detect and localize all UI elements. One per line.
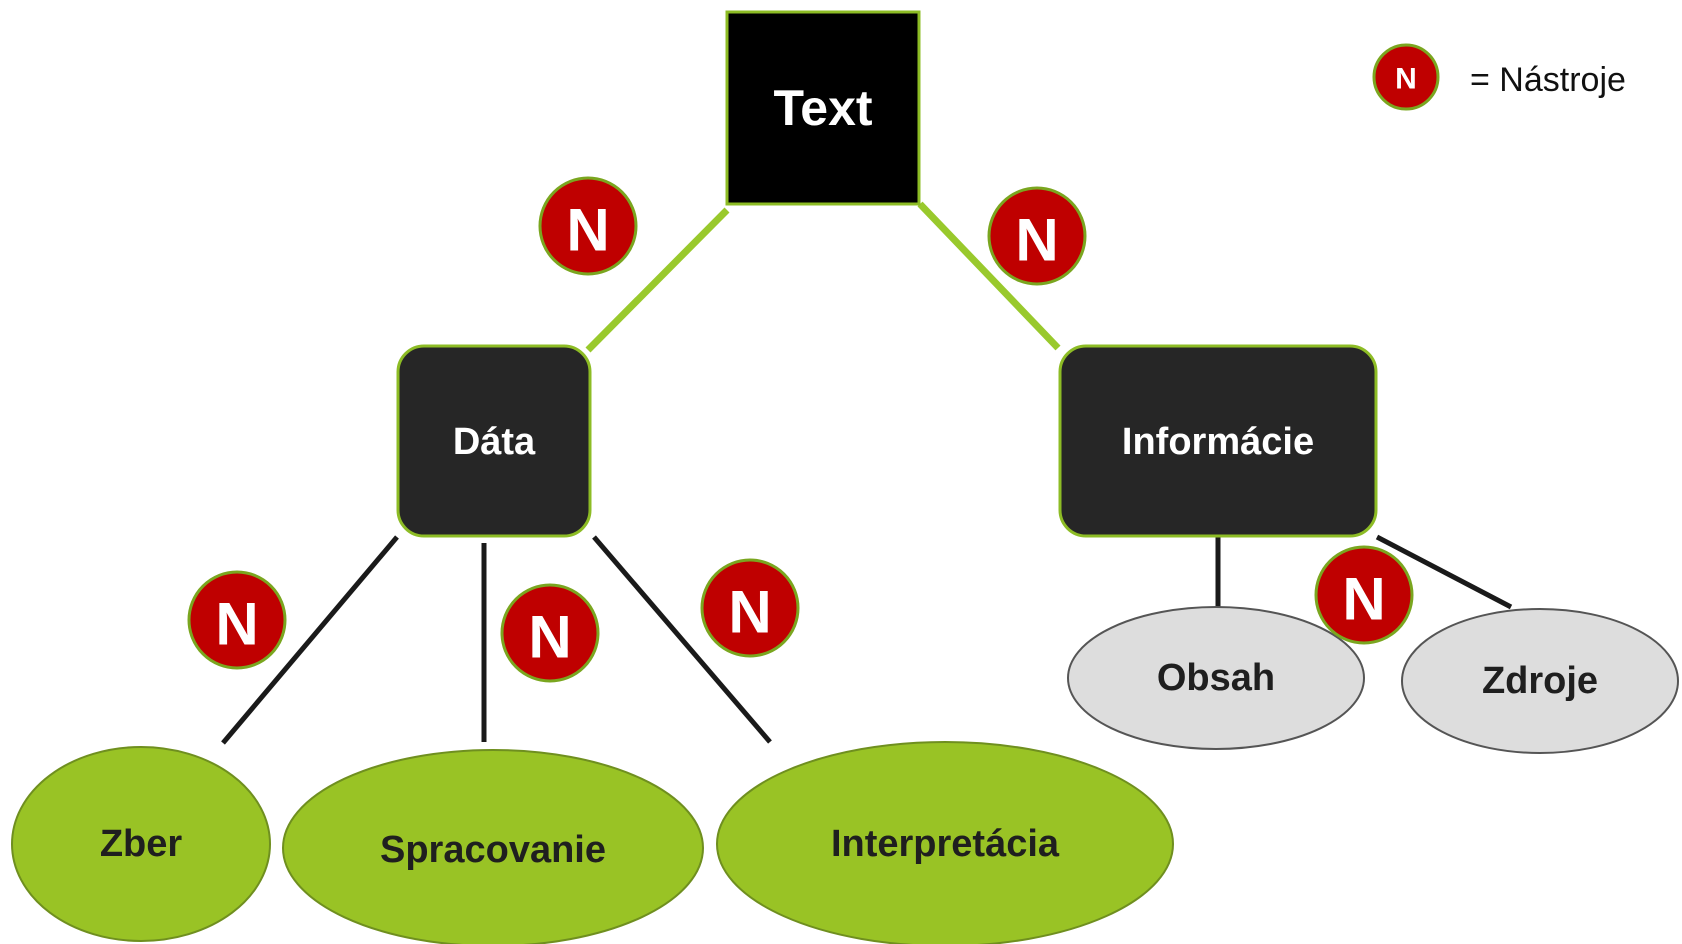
information-node: Informácie [1058, 344, 1378, 538]
leaf-zdroje [1401, 608, 1679, 754]
connector-text-information [917, 201, 1061, 351]
tool-marker: N [187, 570, 287, 670]
leaf-spracovanie-label: Spracovanie [380, 829, 606, 871]
information-label: Informácie [1122, 421, 1314, 463]
connectors [221, 201, 1513, 745]
tool-marker-label: N [728, 579, 771, 646]
tool-marker: N [700, 558, 800, 658]
connector-text-data [585, 207, 730, 353]
legend: N = Nástroje [1372, 43, 1626, 111]
leaf-interpretacia-label: Interpretácia [831, 823, 1060, 865]
tool-marker: N [987, 186, 1087, 286]
leaf-interpretacia [716, 741, 1174, 944]
leaf-spracovanie [282, 749, 704, 944]
data-node: Dáta [396, 344, 592, 538]
data-children: Zber Spracovanie Interpretácia [11, 741, 1174, 944]
root-label: Text [773, 80, 872, 136]
leaf-obsah-label: Obsah [1157, 657, 1275, 699]
tool-marker-label: N [1015, 207, 1058, 274]
legend-marker [1372, 43, 1440, 111]
tool-marker-label: N [215, 591, 258, 658]
information-children: Obsah Zdroje [1067, 606, 1679, 754]
information-box [1058, 344, 1378, 538]
data-box [396, 344, 592, 538]
leaf-zdroje-label: Zdroje [1482, 660, 1598, 702]
tool-markers: N N N N N N [187, 176, 1414, 683]
root-node: Text [725, 10, 921, 206]
tool-marker-label: N [1342, 566, 1385, 633]
tool-marker: N [538, 176, 638, 276]
connector-data-zber [221, 535, 399, 745]
leaf-obsah [1067, 606, 1365, 750]
leaf-zber-label: Zber [100, 823, 183, 865]
legend-text: = Nástroje [1470, 61, 1626, 99]
leaf-zber [11, 746, 271, 942]
connector-data-interpretacia [592, 535, 772, 744]
tool-marker-label: N [566, 197, 609, 264]
tool-marker: N [500, 583, 600, 683]
connector-information-zdroje [1375, 534, 1513, 610]
tool-marker: N [1314, 545, 1414, 645]
root-box [725, 10, 921, 206]
data-label: Dáta [453, 421, 536, 463]
tool-marker-label: N [528, 604, 571, 671]
legend-marker-label: N [1395, 63, 1417, 96]
